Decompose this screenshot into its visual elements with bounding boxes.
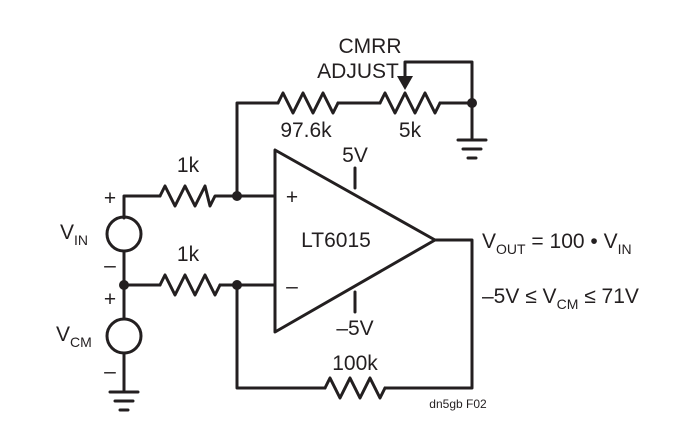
vcm-minus-sign: – [104,360,116,383]
vcm-label: VCM [56,323,92,350]
output-feedback-wire [383,238,474,390]
resistor-1k-plus [158,184,222,208]
divider-wire-left [235,101,280,198]
junction-minus-input [232,280,242,290]
opamp-name: LT6015 [301,229,371,252]
vout-equation: VOUT = 100 • VIN [482,230,632,257]
pot-wiper-wire [403,60,474,105]
opamp-triangle [273,148,437,334]
vcm-source [105,317,143,355]
top-ground-icon [456,138,488,160]
pot-wiper-arrow-icon [397,76,413,90]
resistor-97-6k-label: 97.6k [280,119,332,142]
opamp-plus-sign: + [286,186,298,209]
resistor-5k-label: 5k [399,119,422,142]
resistor-100k-label: 100k [332,352,378,375]
cmrr-label: CMRR [339,35,402,58]
resistor-1k-plus-label: 1k [177,154,200,177]
plus-input-wire-left [122,194,162,220]
figure-id: dn5gb F02 [429,397,487,411]
bottom-ground-icon [108,390,140,412]
resistor-1k-minus [158,273,222,297]
vin-source [105,215,143,253]
opamp-minus-sign: – [286,275,298,298]
junction-plus-input [232,191,242,201]
vcm-plus-sign: + [104,288,116,311]
supply-neg-label: –5V [336,317,373,340]
vin-minus-sign: – [104,254,116,277]
adjust-label: ADJUST [317,60,399,83]
resistor-5k-pot [378,91,442,115]
junction-ground-top [467,98,477,108]
resistor-100k [323,376,387,400]
supply-pos-label: 5V [342,144,368,167]
resistor-1k-minus-label: 1k [177,243,200,266]
feedback-return-wire [235,283,327,390]
vin-plus-sign: + [104,187,116,210]
vin-label: VIN [60,221,88,248]
junction-source [119,280,129,290]
resistor-97-6k [276,91,340,115]
vcm-range-label: –5V ≤ VCM ≤ 71V [482,285,639,312]
